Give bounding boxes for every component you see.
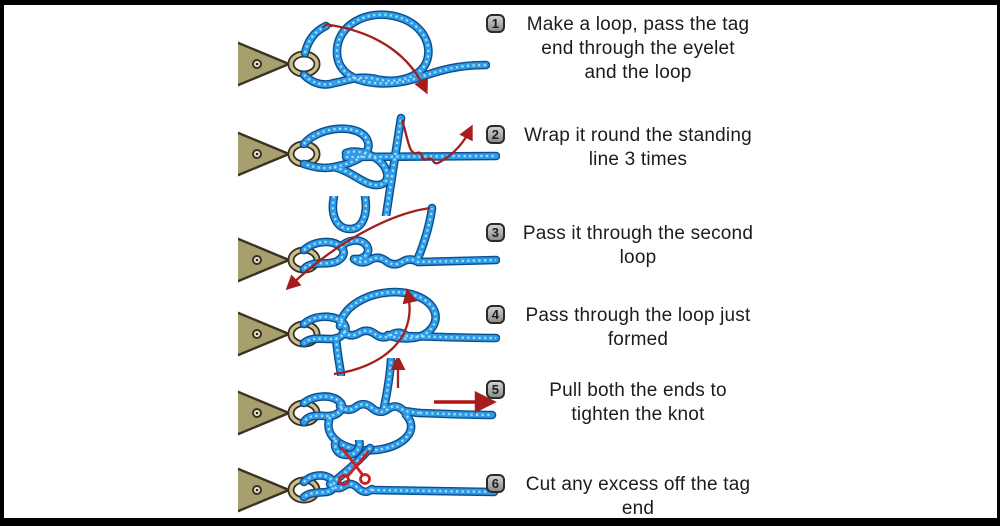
rope-lines	[304, 440, 494, 497]
step-number-badge: 5	[486, 380, 505, 399]
instruction-line: and the loop	[584, 62, 692, 83]
step-instruction: Make a loop, pass the tag end through th…	[510, 13, 766, 85]
step-number-badge: 2	[486, 125, 505, 144]
instruction-line: end	[621, 498, 655, 519]
instruction-line: Pull both the ends to	[549, 380, 727, 401]
step-number-badge: 3	[486, 223, 505, 242]
step-6: 6 Cut any excess off the tag end	[484, 473, 766, 519]
step-2: 2 Wrap it round the standing line 3 time…	[484, 124, 766, 172]
instruction-line: Pass through the loop just	[525, 305, 751, 326]
step-instruction: Cut any excess off the tag end	[510, 473, 766, 519]
instruction-line: loop	[619, 247, 657, 268]
step-5-illustration	[238, 358, 497, 455]
instruction-line: Pass it through the second	[522, 223, 754, 244]
step-instruction: Pass it through the second loop	[510, 222, 766, 270]
step-number-badge: 4	[486, 305, 505, 324]
step-4: 4 Pass through the loop just formed	[484, 304, 766, 352]
instruction-line: Make a loop, pass the tag	[526, 14, 750, 35]
step-4-illustration	[238, 282, 500, 376]
step-5: 5 Pull both the ends to tighten the knot	[484, 379, 766, 427]
step-number-badge: 6	[486, 474, 505, 493]
scissors-icon	[338, 446, 371, 486]
instruction-line: Cut any excess off the tag	[525, 474, 751, 495]
direction-arrow-icon	[285, 206, 431, 291]
step-6-illustration	[238, 440, 510, 520]
rope-lines	[304, 196, 496, 269]
step-3: 3 Pass it through the second loop	[484, 222, 766, 270]
instruction-line: formed	[607, 329, 669, 350]
step-2-illustration	[238, 106, 500, 216]
instruction-line: Wrap it round the standing	[524, 125, 752, 146]
step-number-badge: 1	[486, 14, 505, 33]
instruction-line: line 3 times	[588, 149, 688, 170]
direction-arrow-icon	[333, 288, 418, 376]
step-3-illustration	[238, 196, 500, 291]
direction-arrow-icon	[329, 23, 428, 95]
instruction-line: tighten the knot	[571, 404, 705, 425]
step-instruction: Wrap it round the standing line 3 times	[510, 124, 766, 172]
direction-arrow-icon	[400, 119, 473, 165]
fishing-lure-icon	[238, 468, 317, 512]
step-1-illustration	[238, 7, 490, 95]
instruction-line: end through the eyelet	[541, 38, 735, 59]
step-instruction: Pull both the ends to tighten the knot	[510, 379, 766, 427]
step-instruction: Pass through the loop just formed	[510, 304, 766, 352]
step-1: 1 Make a loop, pass the tag end through …	[484, 13, 766, 85]
